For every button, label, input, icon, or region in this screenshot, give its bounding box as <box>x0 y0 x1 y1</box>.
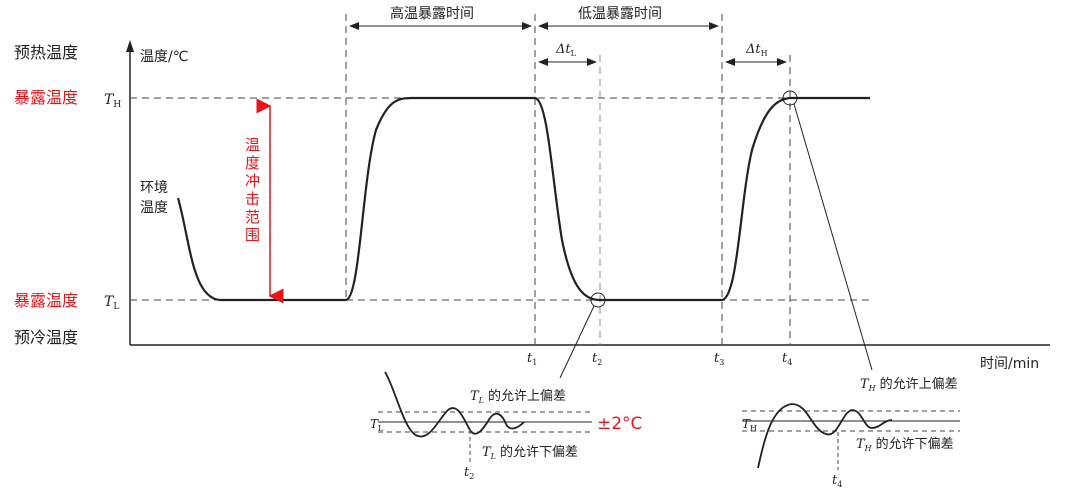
shock-range-char-5: 范 <box>245 208 260 226</box>
delta-th-label: ΔtH <box>745 42 768 58</box>
high-inset-th-symbol: TH <box>742 417 757 433</box>
t4-label: t4 <box>782 351 792 367</box>
high-exposure-time-label: 高温暴露时间 <box>390 5 474 22</box>
ambient-label-1: 环境 <box>140 180 168 196</box>
shock-range-char-2: 度 <box>245 154 260 172</box>
preheat-temp-label: 预热温度 <box>14 43 78 62</box>
t1-label: t1 <box>527 351 537 367</box>
temperature-curve <box>176 96 870 302</box>
low-inset-curve <box>384 371 525 438</box>
delta-tl-label: ΔtL <box>555 42 577 58</box>
th-symbol: TH <box>104 92 121 110</box>
low-inset-t2-label: t2 <box>464 465 474 481</box>
t2-label: t2 <box>592 351 602 367</box>
th-leader-line <box>793 103 873 371</box>
high-inset-t4-label: t4 <box>832 473 842 489</box>
precool-temp-label: 预冷温度 <box>14 328 78 347</box>
exposure-low-label: 暴露温度 <box>14 291 78 310</box>
ambient-label-2: 温度 <box>140 200 168 216</box>
low-inset-tl-symbol: TL <box>370 417 384 433</box>
tl-leader-line <box>559 305 595 379</box>
exposure-high-label: 暴露温度 <box>14 88 78 107</box>
y-axis-label: 温度/℃ <box>140 49 188 65</box>
th-deviation-circle <box>782 90 798 106</box>
tl-deviation-circle <box>590 292 606 308</box>
tolerance-label: ±2°C <box>597 414 642 434</box>
high-inset-curve <box>757 403 893 469</box>
shock-range-char-6: 围 <box>245 226 260 244</box>
x-axis-label: 时间/min <box>980 356 1039 372</box>
shock-range-char-4: 击 <box>245 190 260 208</box>
tl-symbol: TL <box>104 294 119 312</box>
low-exposure-time-label: 低温暴露时间 <box>578 6 662 22</box>
y-axis-arrow <box>126 40 134 52</box>
shock-range-char-3: 冲 <box>245 172 260 190</box>
t3-label: t3 <box>714 351 724 367</box>
shock-range-char-1: 温 <box>245 136 260 154</box>
